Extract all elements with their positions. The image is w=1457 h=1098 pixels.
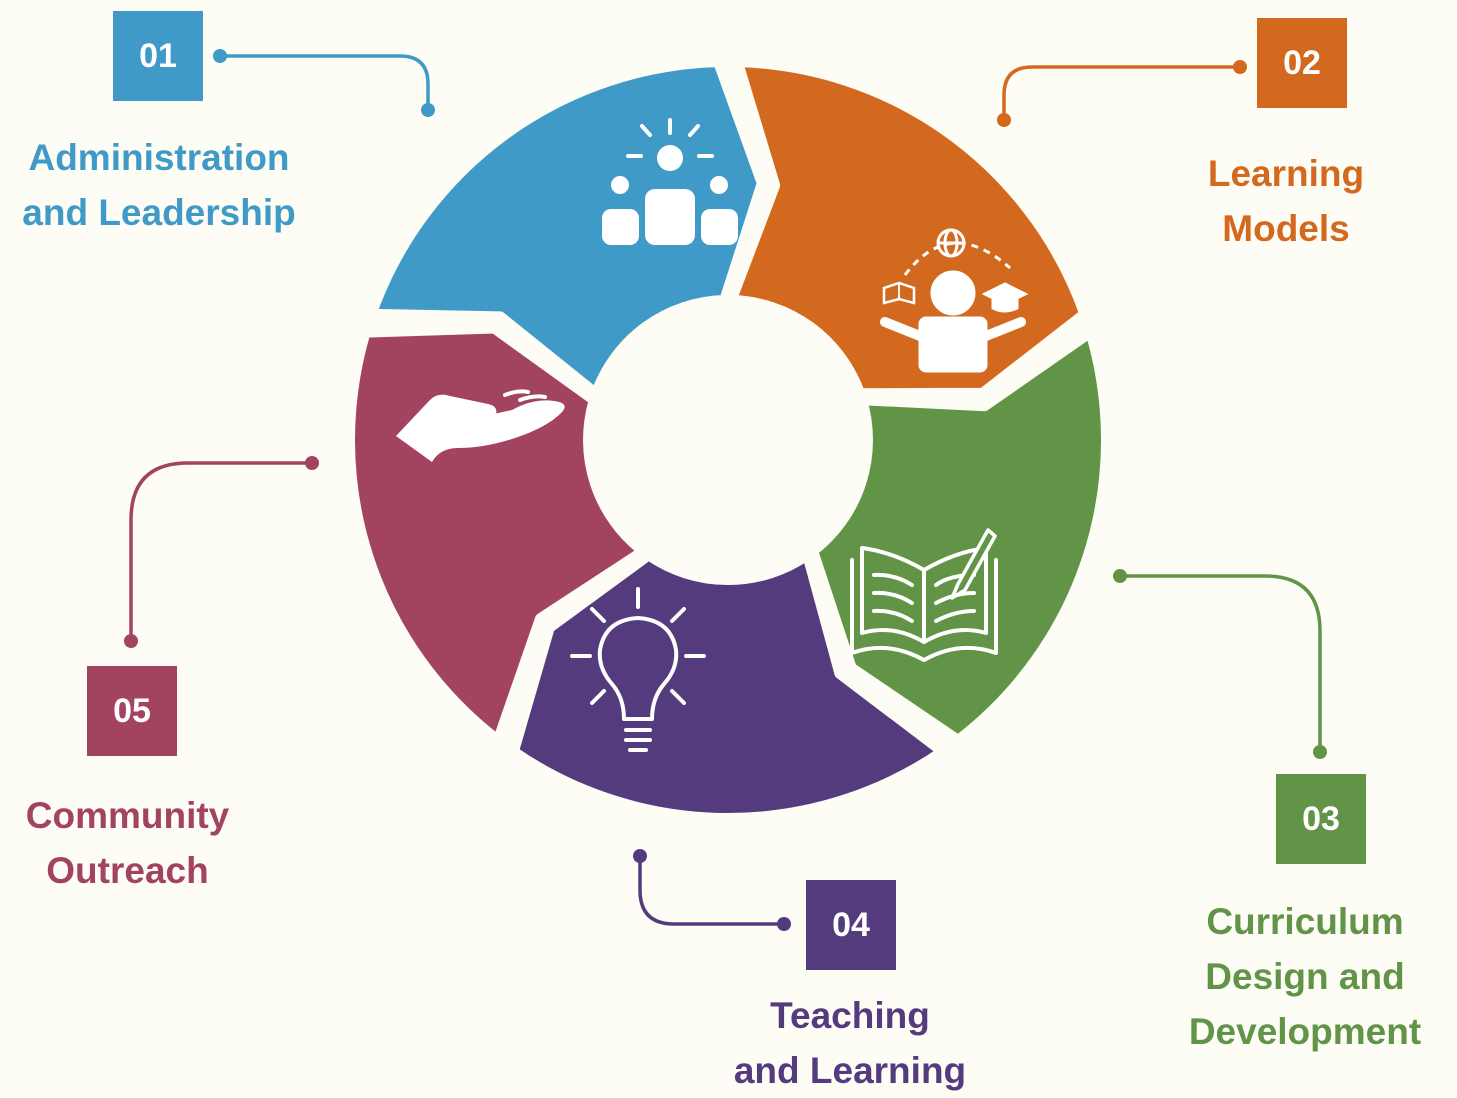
step-03-title-line-2: Design and — [1205, 956, 1405, 997]
step-05-number: 05 — [113, 691, 151, 730]
step-03-title-line-1: Curriculum — [1206, 901, 1404, 942]
step-01-title-line-1: Administration — [28, 137, 290, 178]
step-02-title-line-1: Learning — [1207, 153, 1365, 194]
connector-02-dot-b — [997, 113, 1011, 127]
step-01-badge: 01 — [113, 11, 203, 101]
step-05-badge: 05 — [87, 666, 177, 756]
open-hand-icon — [396, 389, 565, 462]
step-02-title-line-2: Models — [1222, 208, 1350, 249]
step-01-number: 01 — [139, 36, 177, 75]
step-02-title: Learning Models — [1186, 146, 1386, 256]
step-05-title-line-2: Outreach — [46, 850, 209, 891]
connector-02 — [1002, 65, 1242, 122]
connector-01-dot-b — [421, 103, 435, 117]
people-leader-icon — [602, 118, 738, 245]
connector-05 — [129, 461, 314, 643]
connector-02-dot-a — [1233, 60, 1247, 74]
student-globe-books-icon — [880, 228, 1029, 373]
step-04-badge: 04 — [806, 880, 896, 970]
step-04-title-line-1: Teaching — [770, 995, 930, 1036]
connector-04 — [638, 854, 786, 926]
step-02-badge: 02 — [1257, 18, 1347, 108]
connector-03 — [1118, 574, 1322, 754]
step-04-number: 04 — [832, 905, 870, 944]
lightbulb-icon — [570, 587, 706, 752]
step-02-number: 02 — [1283, 43, 1321, 82]
step-01-title: Administration and Leadership — [0, 130, 318, 240]
connector-03-dot-a — [1113, 569, 1127, 583]
connector-04-dot-b — [777, 917, 791, 931]
open-book-pen-icon — [850, 528, 998, 662]
step-04-title-line-2: and Learning — [733, 1050, 967, 1091]
connector-03-dot-b — [1313, 745, 1327, 759]
connector-01 — [218, 54, 430, 112]
ring-center — [588, 300, 868, 580]
connector-04-dot-a — [633, 849, 647, 863]
step-03-badge: 03 — [1276, 774, 1366, 864]
connector-05-dot-b — [124, 634, 138, 648]
step-04-title: Teaching and Learning — [710, 988, 990, 1098]
step-05-title-line-1: Community — [25, 795, 230, 836]
connector-05-dot-a — [305, 456, 319, 470]
connector-01-dot-a — [213, 49, 227, 63]
step-01-title-line-2: and Leadership — [22, 192, 296, 233]
step-05-title: Community Outreach — [0, 788, 255, 898]
step-03-title-line-3: Development — [1188, 1011, 1422, 1052]
step-03-number: 03 — [1302, 799, 1340, 838]
step-03-title: Curriculum Design and Development — [1160, 894, 1450, 1059]
